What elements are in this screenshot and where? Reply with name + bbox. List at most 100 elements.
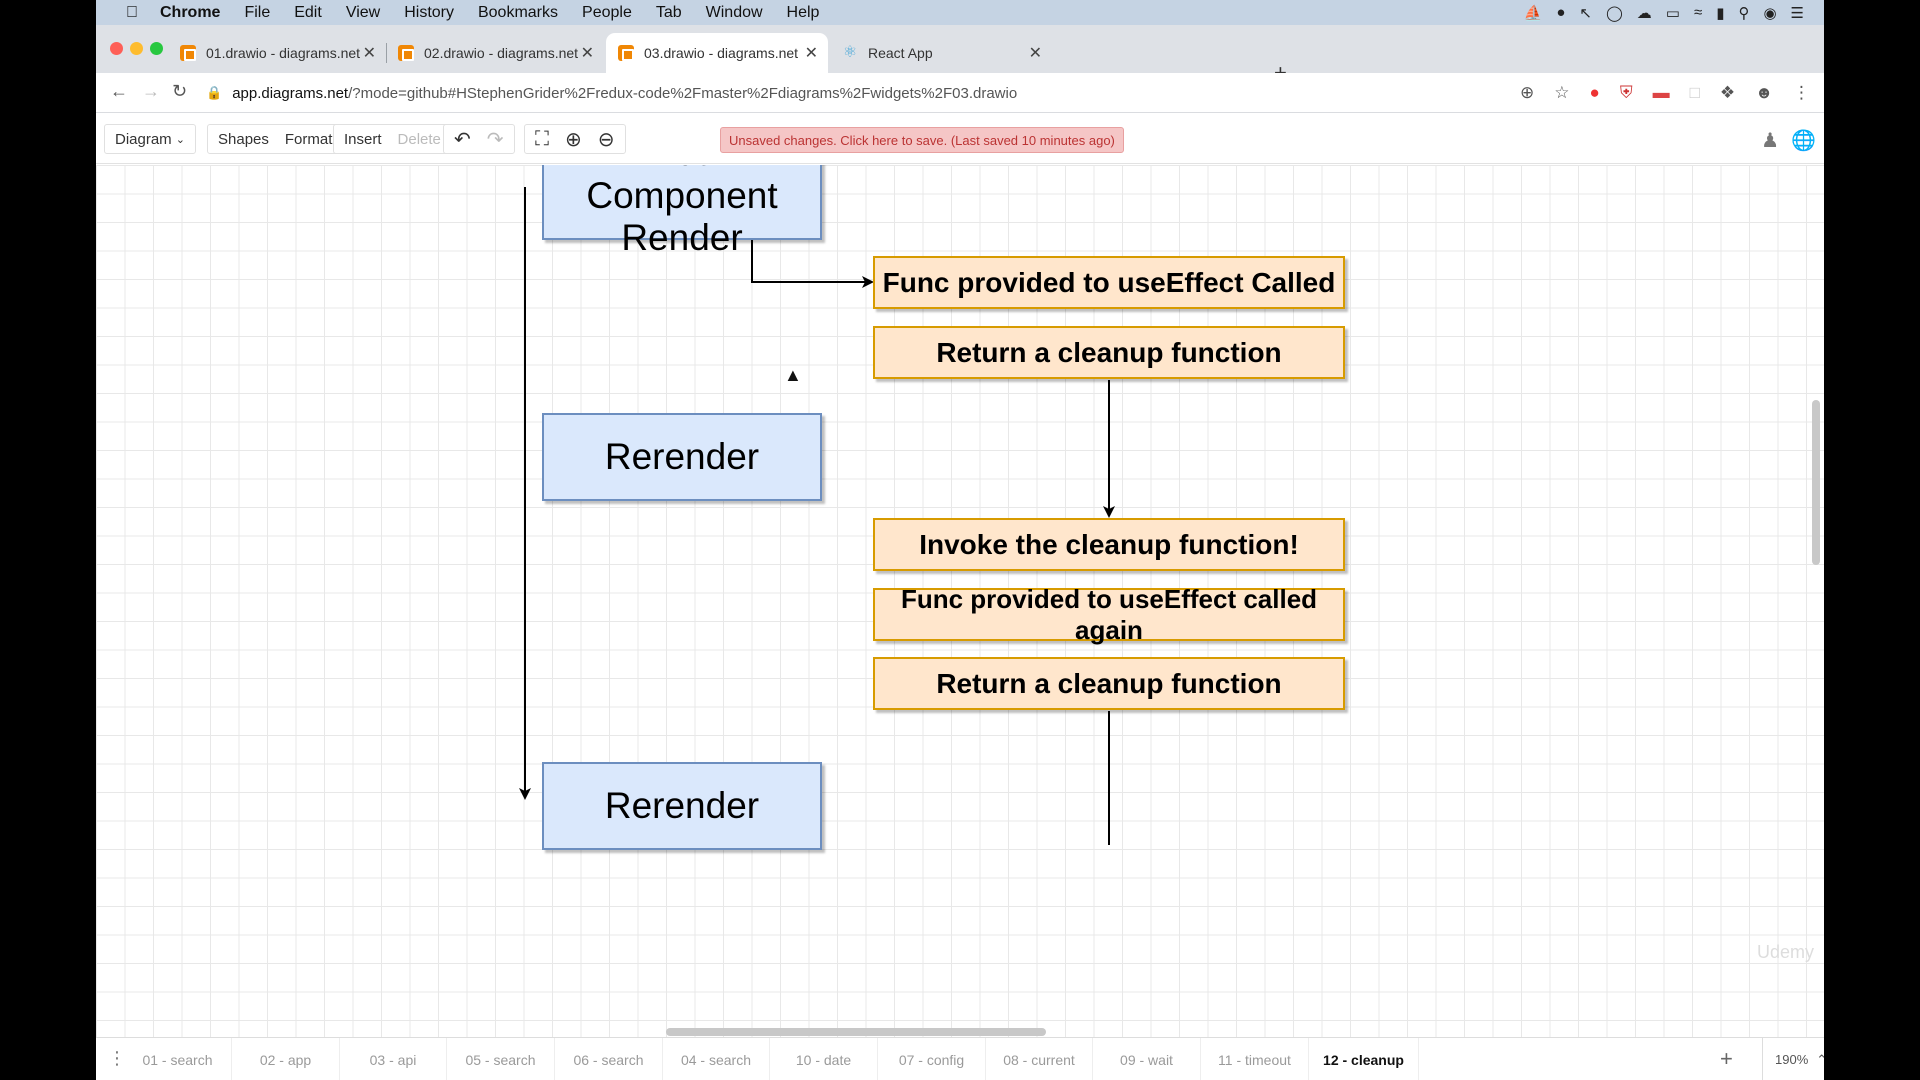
notification-center-icon[interactable]: ☰ xyxy=(1790,4,1804,22)
return-cleanup-node-1[interactable]: Return a cleanup function xyxy=(873,326,1345,379)
zoom-out-icon[interactable]: ⊖ xyxy=(597,128,615,151)
page-tab[interactable]: 04 - search xyxy=(663,1038,770,1080)
page-tab[interactable]: 11 - timeout xyxy=(1201,1038,1309,1080)
display-icon[interactable]: ▭ xyxy=(1665,4,1680,22)
rerender-node-1[interactable]: Rerender xyxy=(542,413,822,501)
menu-view[interactable]: View xyxy=(345,3,381,21)
node-label: Rerender xyxy=(604,435,760,477)
opera-extension-icon[interactable]: ● xyxy=(1589,83,1600,102)
browser-tab-02[interactable]: 02.drawio - diagrams.net ✕ xyxy=(386,33,604,73)
page-tabs-bar: ⋮ 01 - search 02 - app 03 - api 05 - sea… xyxy=(96,1037,1824,1080)
redo-icon[interactable]: ↷ xyxy=(486,128,504,151)
glasses-icon[interactable]: ◯ xyxy=(1605,4,1623,22)
undo-icon[interactable]: ↶ xyxy=(454,128,471,151)
page-tab-active[interactable]: 12 - cleanup xyxy=(1309,1038,1419,1080)
back-icon[interactable]: ← xyxy=(110,81,128,101)
browser-tab-react-app[interactable]: ⚛ React App ✕ xyxy=(830,33,1052,73)
url-domain: app.diagrams.net xyxy=(232,84,349,102)
docker-icon[interactable]: ⛵ xyxy=(1523,4,1543,22)
page-tab[interactable]: 08 - current xyxy=(986,1038,1093,1080)
effect-called-node[interactable]: Func provided to useEffect Called xyxy=(873,256,1345,309)
format-button[interactable]: Format xyxy=(284,130,333,148)
red-extension-icon[interactable]: ▬ xyxy=(1652,83,1670,102)
page-tab[interactable]: 01 - search xyxy=(124,1038,232,1080)
menu-help[interactable]: Help xyxy=(786,3,820,21)
page-tab[interactable]: 02 - app xyxy=(232,1038,340,1080)
cursor-icon[interactable]: ↖ xyxy=(1579,4,1592,22)
page-tab[interactable]: 03 - api xyxy=(340,1038,447,1080)
menu-app-name[interactable]: Chrome xyxy=(160,3,221,21)
browser-tab-strip: 01.drawio - diagrams.net ✕ 02.drawio - d… xyxy=(96,25,1824,85)
zoom-window-button[interactable] xyxy=(150,42,163,55)
menu-people[interactable]: People xyxy=(582,3,632,21)
zoom-in-icon[interactable]: ⊕ xyxy=(565,128,582,151)
forward-icon[interactable]: → xyxy=(142,81,160,101)
node-label: Func provided to useEffect Called xyxy=(882,266,1336,298)
wifi-icon[interactable]: ≈ xyxy=(1693,4,1703,21)
menu-history[interactable]: History xyxy=(404,3,454,21)
menu-window[interactable]: Window xyxy=(705,3,763,21)
unsaved-changes-banner[interactable]: Unsaved changes. Click here to save. (La… xyxy=(720,127,1124,153)
blank-extension-icon[interactable]: □ xyxy=(1689,83,1700,102)
siri-icon[interactable]: ◉ xyxy=(1763,4,1777,22)
kebab-menu-icon[interactable]: ⋮ xyxy=(1793,83,1810,102)
initial-render-node[interactable]: Initial Component Render xyxy=(542,165,822,258)
delete-button[interactable]: Delete xyxy=(397,130,441,148)
extensions-puzzle-icon[interactable]: ❖ xyxy=(1719,83,1736,102)
node-label: Return a cleanup function xyxy=(936,667,1282,699)
close-tab-icon[interactable]: ✕ xyxy=(1028,45,1042,62)
apple-icon[interactable]:  xyxy=(120,4,144,22)
install-app-icon[interactable]: ⊕ xyxy=(1520,83,1535,102)
close-tab-icon[interactable]: ✕ xyxy=(580,45,594,62)
record-icon[interactable]: ● xyxy=(1556,4,1566,21)
render-to-effect-edge xyxy=(751,240,874,288)
browser-tab-01[interactable]: 01.drawio - diagrams.net ✕ xyxy=(168,33,387,73)
zoom-level: 190% xyxy=(1775,1052,1809,1067)
menu-file[interactable]: File xyxy=(244,3,271,21)
close-tab-icon[interactable]: ✕ xyxy=(804,45,818,62)
diagram-canvas[interactable]: Initial Component Render Rerender Rerend… xyxy=(96,165,1824,1037)
page-tab[interactable]: 07 - config xyxy=(878,1038,986,1080)
page-tab[interactable]: 06 - search xyxy=(555,1038,663,1080)
return-cleanup-node-2[interactable]: Return a cleanup function xyxy=(873,657,1345,710)
rerender-node-2[interactable]: Rerender xyxy=(542,762,822,850)
shapes-button[interactable]: Shapes xyxy=(218,130,269,148)
close-window-button[interactable] xyxy=(110,42,123,55)
menu-edit[interactable]: Edit xyxy=(294,3,322,21)
effect-called-again-node[interactable]: Func provided to useEffect called again xyxy=(873,584,1345,645)
shield-extension-icon[interactable]: ⛨ xyxy=(1619,83,1633,102)
add-page-icon[interactable]: + xyxy=(1720,1046,1733,1071)
menu-bookmarks[interactable]: Bookmarks xyxy=(477,3,559,21)
language-globe-icon[interactable]: 🌐 xyxy=(1791,130,1816,152)
minimize-window-button[interactable] xyxy=(130,42,143,55)
udemy-watermark: Udemy xyxy=(1756,942,1814,962)
page-tab[interactable]: 05 - search xyxy=(447,1038,555,1080)
insert-button[interactable]: Insert xyxy=(344,130,382,148)
page-tab[interactable]: 10 - date xyxy=(770,1038,878,1080)
reload-icon[interactable]: ↻ xyxy=(172,81,188,101)
menu-tab[interactable]: Tab xyxy=(655,3,682,21)
spotlight-search-icon[interactable]: ⚲ xyxy=(1738,4,1750,22)
zoom-control[interactable]: 190% ⌃ xyxy=(1762,1038,1824,1080)
profile-avatar-icon[interactable]: ☻ xyxy=(1755,83,1773,102)
horizontal-scrollbar[interactable] xyxy=(666,1028,1046,1036)
diagram-menu[interactable]: Diagram⌄ xyxy=(104,124,196,154)
battery-icon[interactable]: ▮ xyxy=(1716,4,1725,22)
mac-menu-bar:  Chrome File Edit View History Bookmark… xyxy=(96,0,1824,25)
fullscreen-icon[interactable]: ⛶ xyxy=(535,127,549,150)
screen:  Chrome File Edit View History Bookmark… xyxy=(96,0,1824,1080)
tab-title: React App xyxy=(868,45,933,61)
close-tab-icon[interactable]: ✕ xyxy=(362,45,376,62)
user-icon[interactable]: ♟ xyxy=(1761,130,1780,152)
tab-title: 03.drawio - diagrams.net xyxy=(644,45,799,61)
pages-menu-icon[interactable]: ⋮ xyxy=(108,1048,126,1068)
vertical-scrollbar[interactable] xyxy=(1812,400,1820,565)
bookmark-star-icon[interactable]: ☆ xyxy=(1554,83,1570,102)
edit-group: Insert Delete xyxy=(333,124,452,154)
browser-tab-03-active[interactable]: 03.drawio - diagrams.net ✕ xyxy=(606,33,828,73)
node-label: Func provided to useEffect called again xyxy=(900,583,1318,645)
invoke-cleanup-node[interactable]: Invoke the cleanup function! xyxy=(873,518,1345,571)
url-field[interactable]: 🔒 app.diagrams.net /?mode=github#HStephe… xyxy=(206,73,1017,113)
cloud-icon[interactable]: ☁ xyxy=(1636,4,1652,22)
page-tab[interactable]: 09 - wait xyxy=(1093,1038,1201,1080)
